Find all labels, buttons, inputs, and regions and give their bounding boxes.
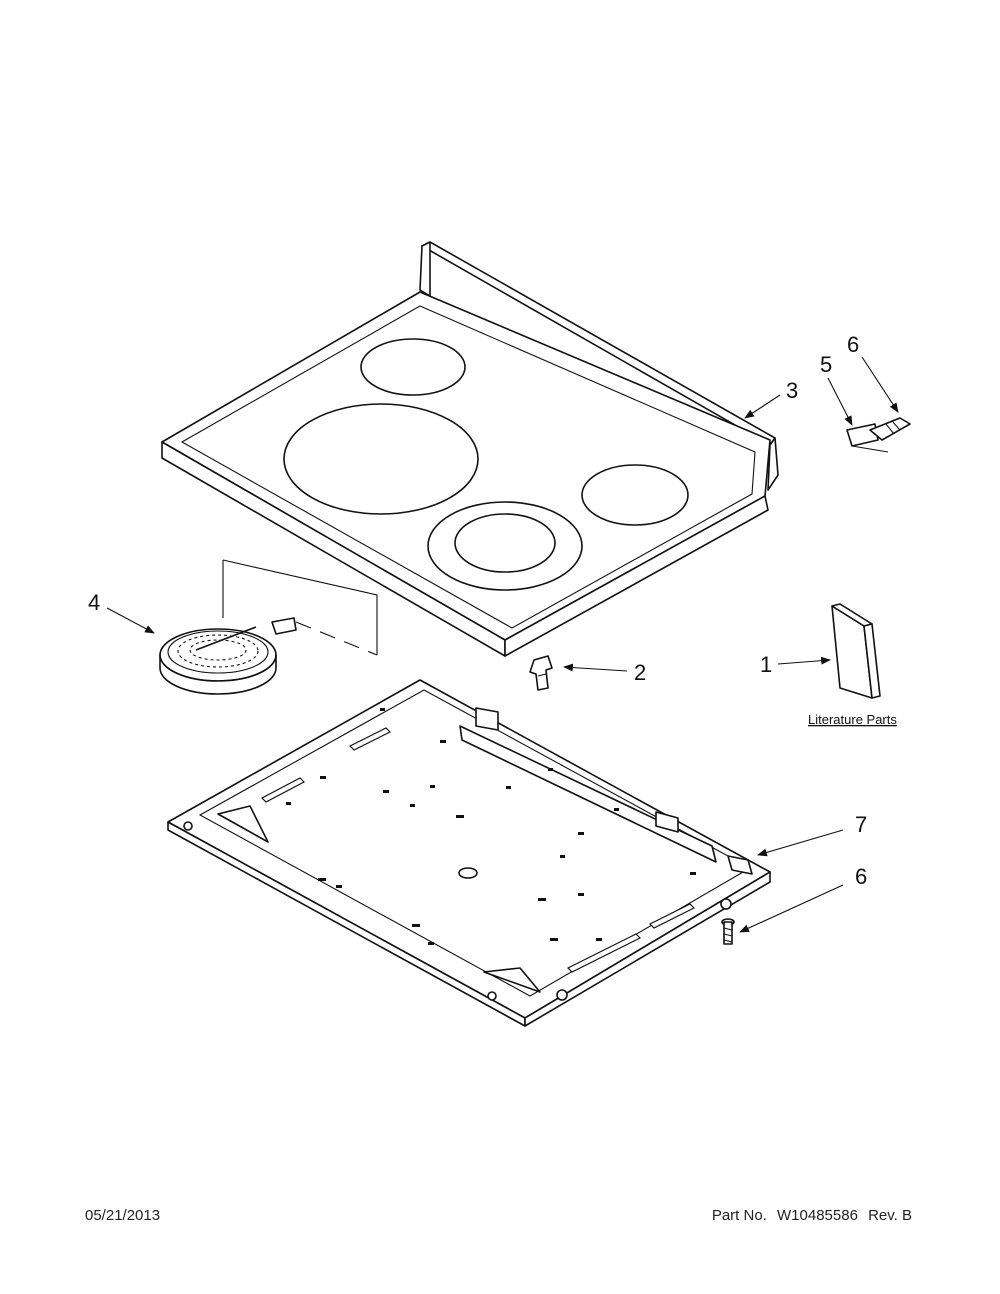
literature-parts-label: Literature Parts (808, 712, 897, 727)
part-number: W10485586 (777, 1207, 858, 1224)
revision: Rev. B (868, 1207, 912, 1224)
footer-part-info: Part No. W10485586 Rev. B (712, 1207, 912, 1224)
callout-1: 1 (760, 652, 772, 677)
clip-part (529, 655, 553, 691)
cooktop-glass (161, 241, 779, 657)
leader-lines (106, 356, 899, 933)
callout-6-bottom: 6 (855, 864, 867, 889)
part-number-label: Part No. (711, 1207, 767, 1224)
callout-2: 2 (634, 660, 646, 685)
callout-7: 7 (855, 812, 867, 837)
screw-part (721, 918, 735, 945)
callout-4: 4 (88, 590, 100, 615)
bracket-part (846, 417, 911, 453)
radiant-element (159, 559, 378, 695)
footer-date: 05/21/2013 (85, 1207, 161, 1224)
callout-3: 3 (786, 378, 798, 403)
bottom-pan (167, 679, 771, 1027)
callout-5: 5 (820, 352, 832, 377)
callout-6-top: 6 (847, 332, 859, 357)
literature-booklet (831, 603, 881, 699)
